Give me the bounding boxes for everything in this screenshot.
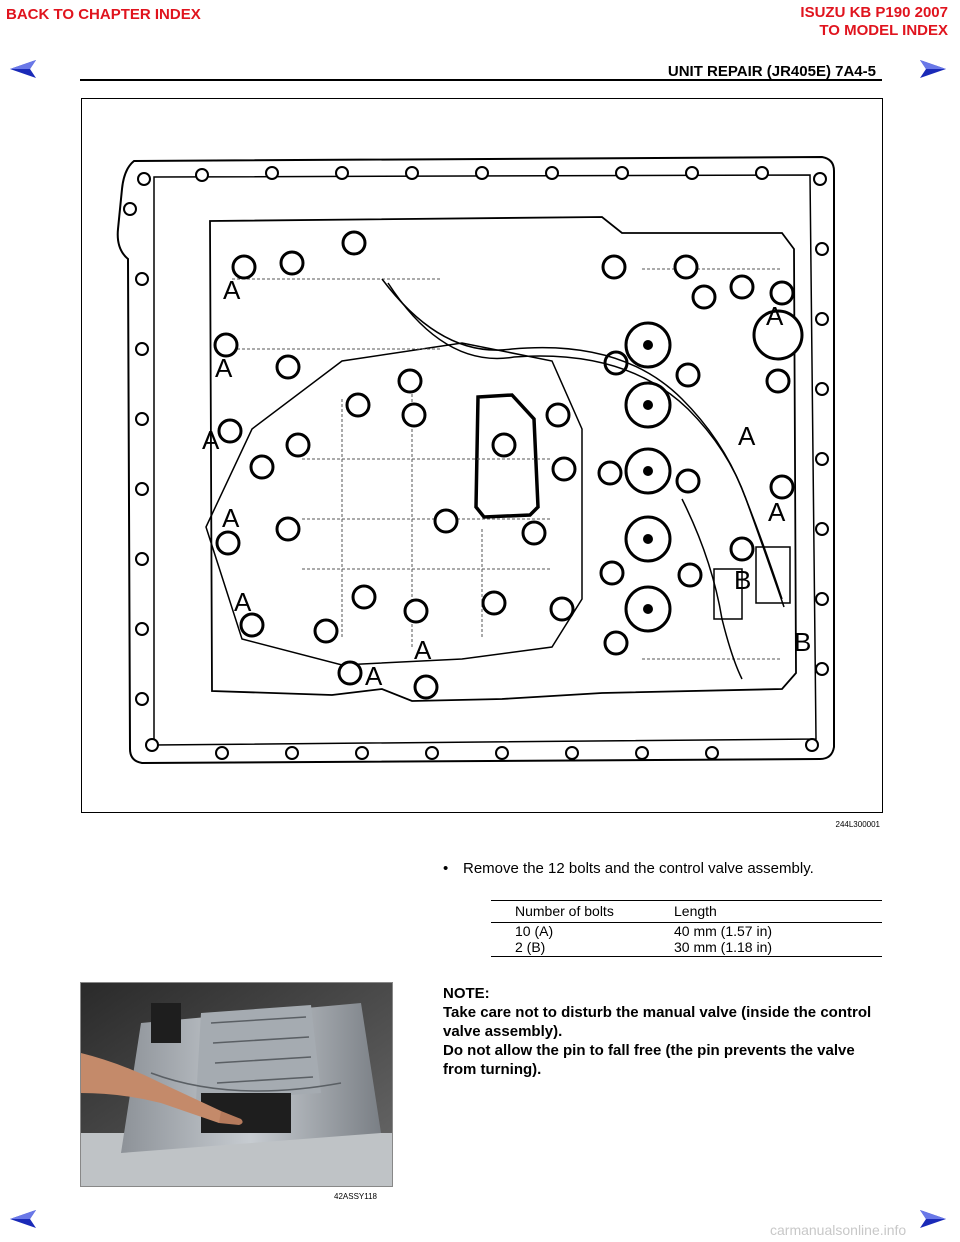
table-cell: 30 mm (1.18 in) — [650, 939, 882, 957]
note-title: NOTE: — [443, 985, 490, 1002]
figure-code: 244L300001 — [835, 820, 881, 829]
next-page-arrow-icon[interactable] — [918, 58, 948, 80]
callout-b: B — [734, 565, 751, 595]
to-model-index-link[interactable]: TO MODEL INDEX — [819, 22, 948, 39]
table-cell: 40 mm (1.57 in) — [674, 923, 773, 939]
next-page-arrow-icon[interactable] — [918, 1208, 948, 1230]
callout-a: A — [768, 497, 786, 527]
callout-a: A — [215, 353, 233, 383]
previous-page-arrow-icon[interactable] — [8, 1208, 38, 1230]
photo-illustration — [81, 983, 392, 1186]
callout-a: A — [365, 661, 383, 691]
table-cell: 10 (A) — [515, 923, 554, 939]
callout-a: A — [222, 503, 240, 533]
bolt-spec-table: Number of bolts Length 10 (A) 40 mm (1.5… — [491, 900, 882, 957]
control-valve-photo — [80, 982, 393, 1187]
note-block: NOTE: Take care not to disturb the manua… — [443, 984, 883, 1079]
callout-a: A — [414, 635, 432, 665]
previous-page-arrow-icon[interactable] — [8, 58, 38, 80]
bullet: • — [443, 860, 449, 877]
photo-code: 42ASSY118 — [334, 1192, 377, 1201]
instruction-step: • Remove the 12 bolts and the control val… — [443, 860, 814, 877]
callout-a: A — [234, 587, 252, 617]
callout-b: B — [794, 627, 811, 657]
callout-a: A — [223, 275, 241, 305]
model-title: ISUZU KB P190 2007 — [800, 4, 948, 21]
watermark: carmanualsonline.info — [770, 1222, 907, 1238]
back-to-chapter-index-link[interactable]: BACK TO CHAPTER INDEX — [6, 6, 201, 23]
header-divider — [80, 79, 882, 81]
header-number-of-bolts: Number of bolts — [491, 900, 650, 923]
callout-a: A — [738, 421, 756, 451]
header-length: Length — [650, 900, 882, 923]
callout-a: A — [202, 425, 220, 455]
instruction-text: Remove the 12 bolts and the control valv… — [463, 860, 814, 877]
table-row: 2 (B) 30 mm (1.18 in) — [491, 939, 882, 957]
callout-a: A — [766, 301, 784, 331]
table-header-row: Number of bolts Length — [491, 900, 882, 923]
note-line: Take care not to disturb the manual valv… — [443, 1004, 872, 1040]
note-line: Do not allow the pin to fall free (the p… — [443, 1042, 855, 1078]
table-row: 10 (A) 40 mm (1.57 in) — [491, 923, 882, 940]
section-header: UNIT REPAIR (JR405E) 7A4-5 — [667, 63, 876, 80]
control-valve-figure: A A A A A A A A A A B B — [81, 98, 883, 813]
control-valve-drawing: A A A A A A A A A A B B — [116, 155, 835, 765]
table-cell: 2 (B) — [491, 939, 650, 957]
